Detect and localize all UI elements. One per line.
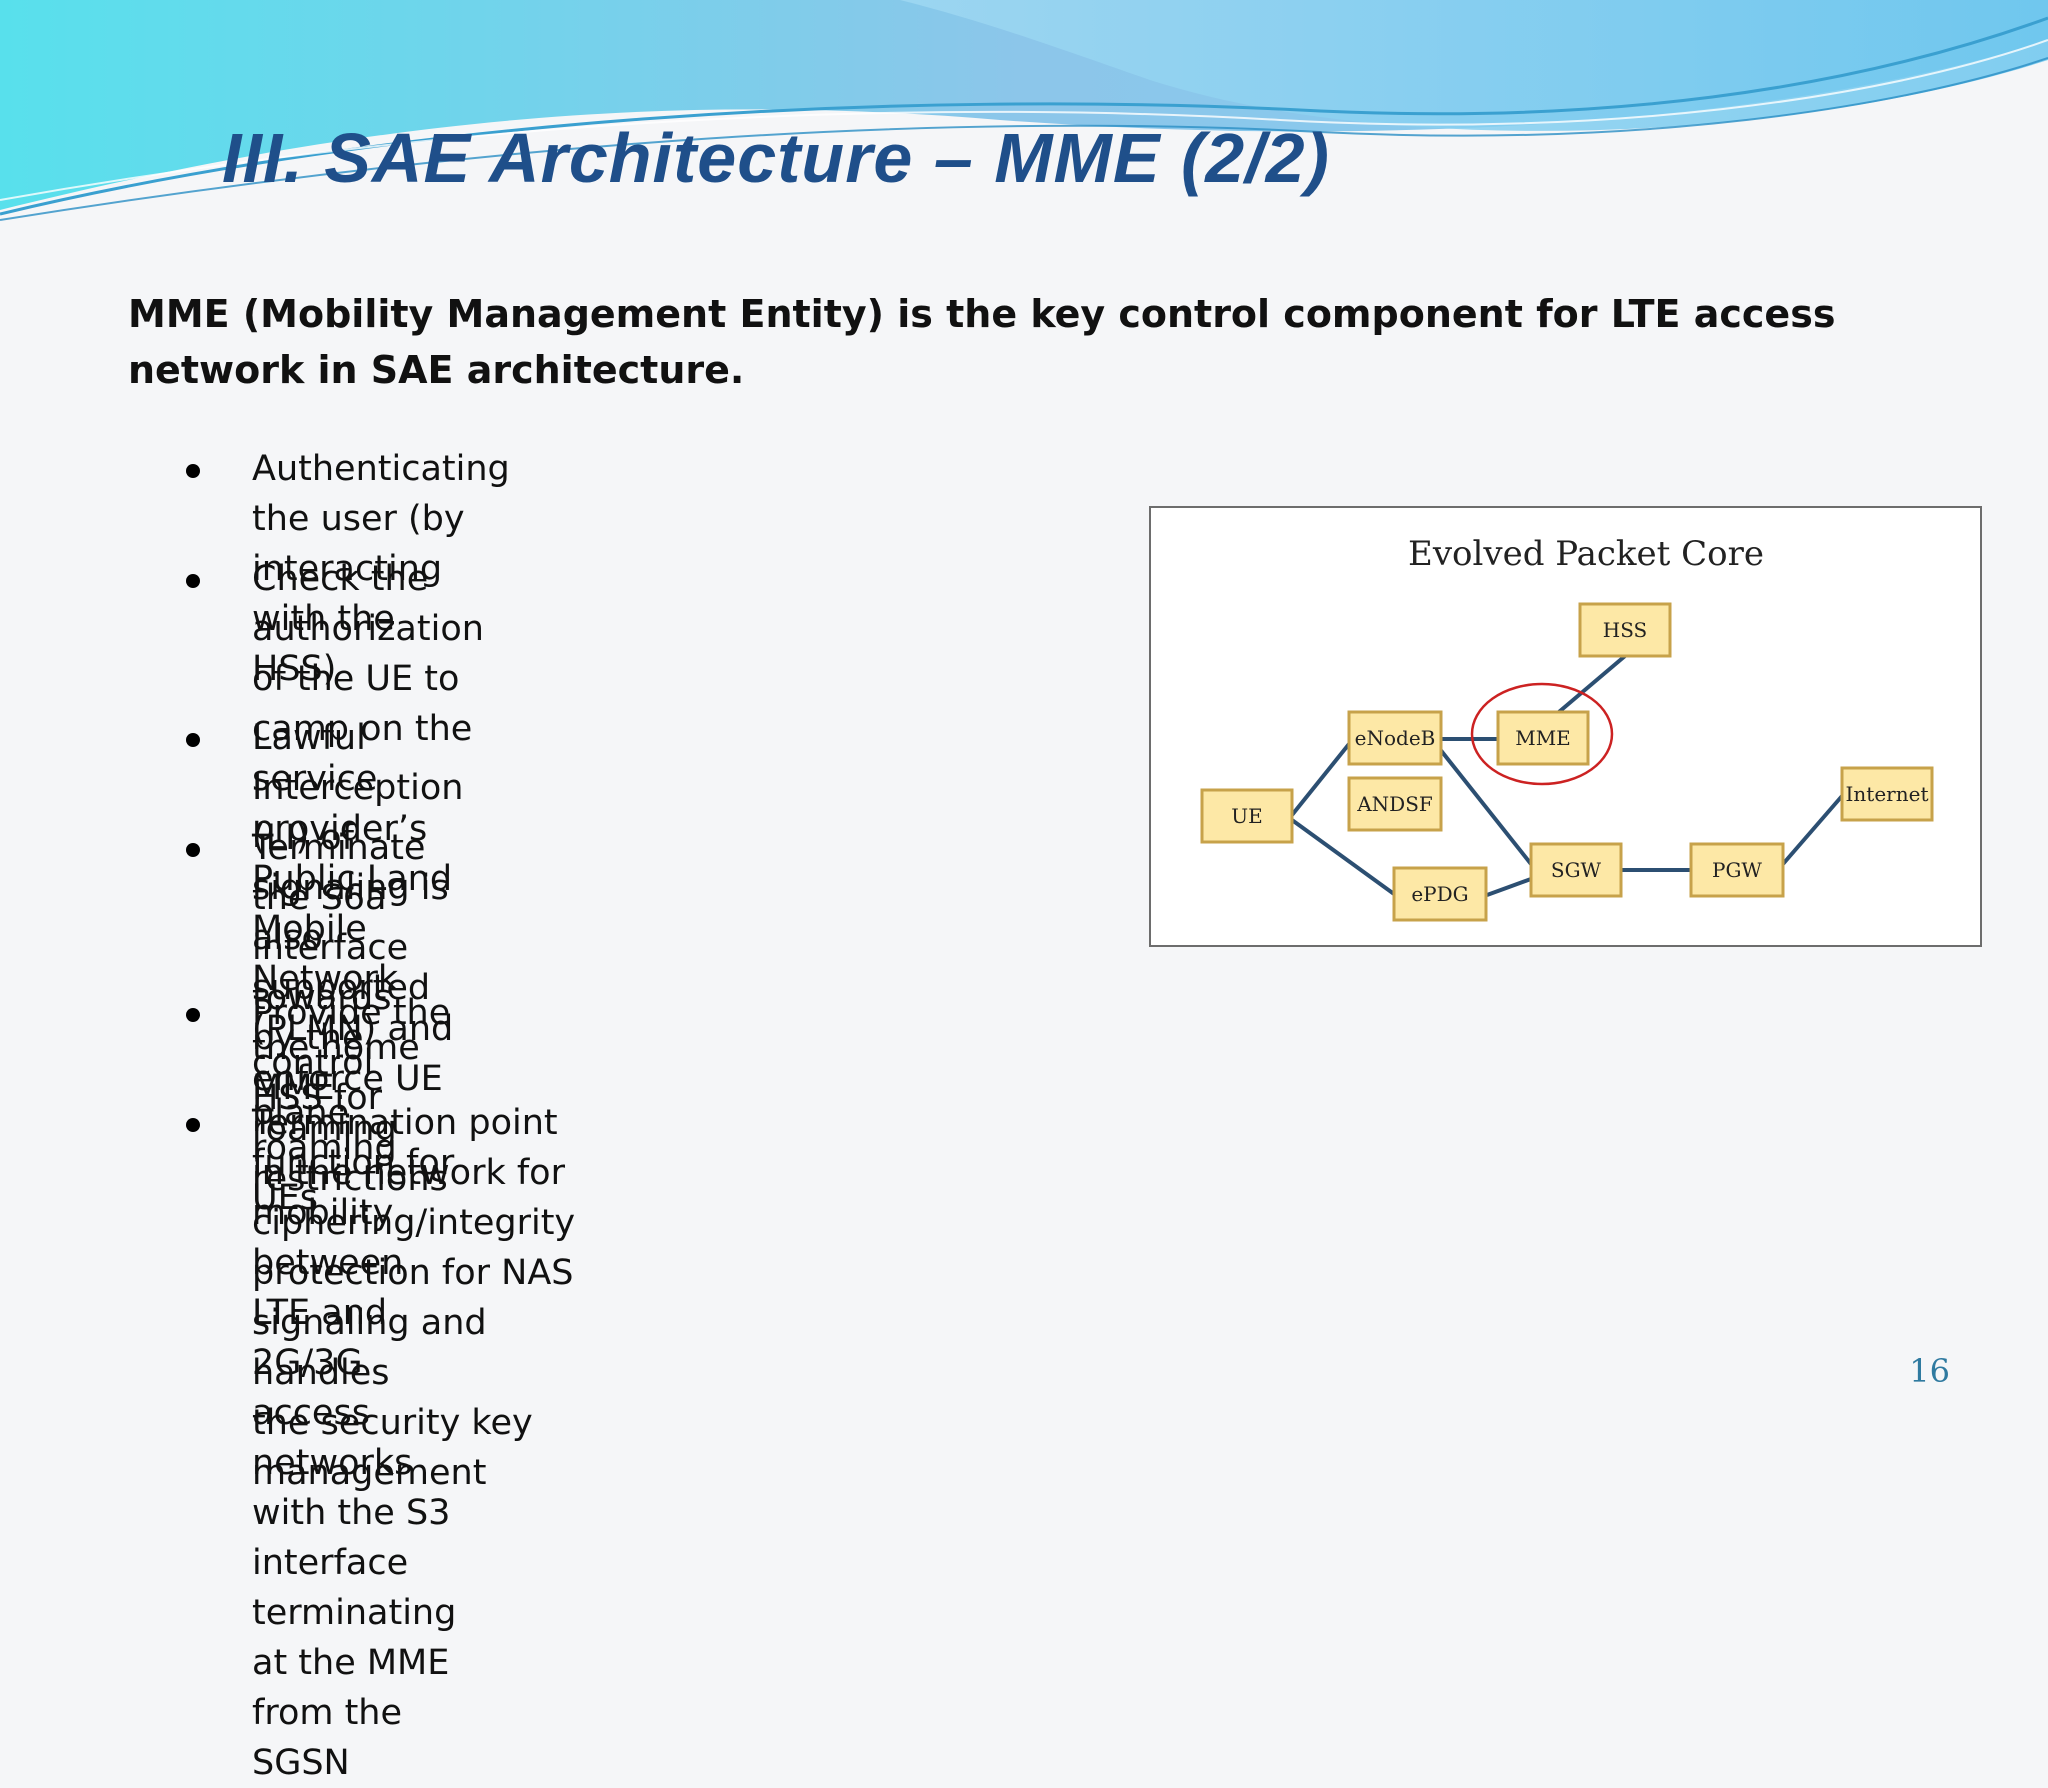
svg-text:Internet: Internet — [1846, 782, 1929, 806]
svg-text:MME: MME — [1515, 726, 1571, 750]
bullet-dot — [186, 843, 200, 857]
svg-text:UE: UE — [1231, 804, 1262, 828]
bullet-text: Terminate the S6a interface towards the … — [252, 828, 426, 1218]
node-mme: MME — [1496, 710, 1590, 766]
bullet-dot — [186, 464, 200, 478]
bullet-dot — [186, 733, 200, 747]
epc-diagram-figure: Evolved Packet Core HSS eNodeB — [1149, 506, 1982, 947]
node-internet: Internet — [1840, 766, 1934, 822]
node-hss: HSS — [1578, 602, 1672, 658]
svg-text:SGW: SGW — [1551, 858, 1602, 882]
bullet-text: Termination point in the network for cip… — [252, 1103, 576, 1493]
node-ue: UE — [1200, 788, 1294, 844]
svg-text:ANDSF: ANDSF — [1356, 792, 1433, 816]
link-epdg-sgw — [1486, 877, 1532, 897]
bullet-text: Authenticating the user (by interacting … — [252, 449, 510, 689]
bullet-dot — [186, 574, 200, 588]
svg-text:ePDG: ePDG — [1411, 882, 1468, 906]
epc-diagram: Evolved Packet Core HSS eNodeB — [1200, 534, 1934, 922]
diagram-title: Evolved Packet Core — [1408, 534, 1764, 574]
node-epdg: ePDG — [1392, 866, 1488, 922]
link-ue-epdg — [1290, 818, 1396, 896]
bullet-dot — [186, 1118, 200, 1132]
diagram-links — [1290, 654, 1844, 897]
page-number: 16 — [1909, 1352, 1950, 1390]
bullet-text: Lawful Interception (LI) of signaling is… — [252, 718, 464, 1108]
mme-highlight-circle — [1470, 682, 1614, 786]
link-pgw-internet — [1781, 794, 1844, 866]
bullet-text: Check the authorization of the UE to cam… — [252, 559, 484, 1199]
link-ue-enodeb — [1290, 742, 1351, 817]
svg-text:PGW: PGW — [1712, 858, 1762, 882]
node-enodeb: eNodeB — [1347, 710, 1443, 766]
node-andsf: ANDSF — [1347, 776, 1443, 832]
link-enodeb-sgw — [1437, 746, 1533, 866]
svg-text:HSS: HSS — [1603, 618, 1648, 642]
intro-paragraph: MME (Mobility Management Entity) is the … — [128, 292, 1836, 392]
node-sgw: SGW — [1529, 842, 1623, 898]
bullet-dot — [186, 1008, 200, 1022]
node-pgw: PGW — [1689, 842, 1785, 898]
header-wave-decoration — [0, 0, 2048, 221]
svg-text:eNodeB: eNodeB — [1355, 726, 1436, 750]
slide-title: III. SAE Architecture – MME (2/2) — [222, 119, 1330, 197]
